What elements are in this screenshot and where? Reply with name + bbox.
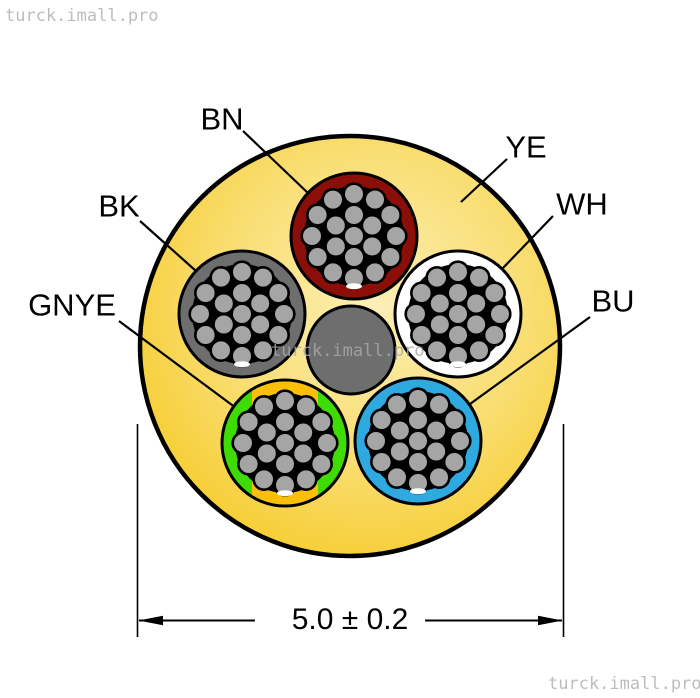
wire-strand xyxy=(406,387,430,411)
wire-strand xyxy=(309,410,333,434)
wire-strand xyxy=(488,302,512,326)
wire-strand xyxy=(309,452,333,476)
watermark-top-left: turck.imall.pro xyxy=(5,6,159,26)
wire-strand xyxy=(209,266,233,290)
strand-highlight xyxy=(346,283,362,290)
wire-strand xyxy=(425,338,449,362)
wire-strand xyxy=(306,203,330,227)
wire-strand xyxy=(482,323,506,347)
wire-strand xyxy=(251,266,275,290)
leader-line-gnye xyxy=(118,320,237,409)
wire-strand xyxy=(272,302,296,326)
wire-strand xyxy=(266,281,290,305)
wire-strand xyxy=(291,441,315,466)
wire-strand xyxy=(363,260,387,284)
wire-strand xyxy=(321,260,345,284)
wire-strand xyxy=(442,450,466,474)
wire-strand xyxy=(252,467,276,491)
leader-line-bn xyxy=(242,130,310,195)
leader-line-bk xyxy=(139,220,197,272)
wire-strand xyxy=(209,338,233,362)
wire-strand xyxy=(467,266,491,290)
wire-strand xyxy=(442,408,466,432)
wire-strand xyxy=(360,234,384,259)
wire-strand xyxy=(424,439,448,464)
wire-label-bn: BN xyxy=(200,101,244,137)
wire-strand xyxy=(448,429,472,453)
wire-strand xyxy=(300,224,324,248)
strand-highlight xyxy=(277,490,293,497)
leader-line-ye xyxy=(460,158,508,203)
wire-strand xyxy=(231,431,255,455)
strand-highlight xyxy=(410,488,426,495)
wire-strand xyxy=(251,338,275,362)
wire-strand xyxy=(230,260,254,284)
wire-strand xyxy=(410,281,434,305)
wire-strand xyxy=(363,188,387,212)
wire-strand xyxy=(237,410,261,434)
watermark-bottom-right: turck.imall.pro xyxy=(548,674,700,694)
wire-strand xyxy=(306,245,330,269)
filler-element xyxy=(305,304,397,396)
wire-strand xyxy=(428,291,452,316)
wire-strand xyxy=(427,465,451,489)
conductor-bu xyxy=(353,376,483,506)
leader-line-wh xyxy=(502,215,554,269)
wire-label-bu: BU xyxy=(591,283,635,319)
conductor-bk xyxy=(177,249,307,379)
wire-strand xyxy=(425,266,449,290)
wire-strand xyxy=(388,418,412,443)
dimension-arrow-left xyxy=(138,615,163,626)
wire-strand xyxy=(188,302,212,326)
wire-strand xyxy=(237,452,261,476)
wire-label-ye: YE xyxy=(505,129,547,165)
dimension-arrow-right xyxy=(538,615,563,626)
conductor-gnye xyxy=(220,378,350,508)
wire-strand xyxy=(370,450,394,474)
wire-strand xyxy=(255,420,279,445)
wire-strand xyxy=(404,302,428,326)
wire-strand xyxy=(212,291,236,316)
wire-label-bk: BK xyxy=(98,188,140,224)
wire-strand xyxy=(315,431,339,455)
conductor-bn xyxy=(289,171,419,301)
wire-label-gnye: GNYE xyxy=(28,287,116,323)
wire-strand xyxy=(194,323,218,347)
wire-strand xyxy=(370,408,394,432)
wire-label-wh: WH xyxy=(556,186,608,222)
watermark-center: turck.imall.pro xyxy=(271,341,425,361)
strand-highlight xyxy=(450,361,466,368)
wire-strand xyxy=(248,312,272,337)
strand-highlight xyxy=(234,361,250,368)
wire-strand xyxy=(378,245,402,269)
wire-strand xyxy=(252,395,276,419)
wire-strand xyxy=(273,389,297,413)
conductor-wh xyxy=(393,249,523,379)
wire-strand xyxy=(321,188,345,212)
wire-strand xyxy=(266,323,290,347)
wire-strand xyxy=(385,465,409,489)
wire-strand xyxy=(378,203,402,227)
wire-strand xyxy=(385,393,409,417)
wire-strand xyxy=(427,393,451,417)
wire-strand xyxy=(482,281,506,305)
wire-strand xyxy=(464,312,488,337)
wire-strand xyxy=(364,429,388,453)
leader-line-bu xyxy=(469,316,591,405)
wire-strand xyxy=(194,281,218,305)
wire-strand xyxy=(467,338,491,362)
wire-strand xyxy=(342,182,366,206)
wire-strand xyxy=(294,467,318,491)
wire-strand xyxy=(384,224,408,248)
wire-strand xyxy=(410,323,434,347)
wire-strand xyxy=(324,213,348,238)
dimension-label: 5.0 ± 0.2 xyxy=(291,603,409,636)
wire-strand xyxy=(446,260,470,284)
wire-strand xyxy=(294,395,318,419)
